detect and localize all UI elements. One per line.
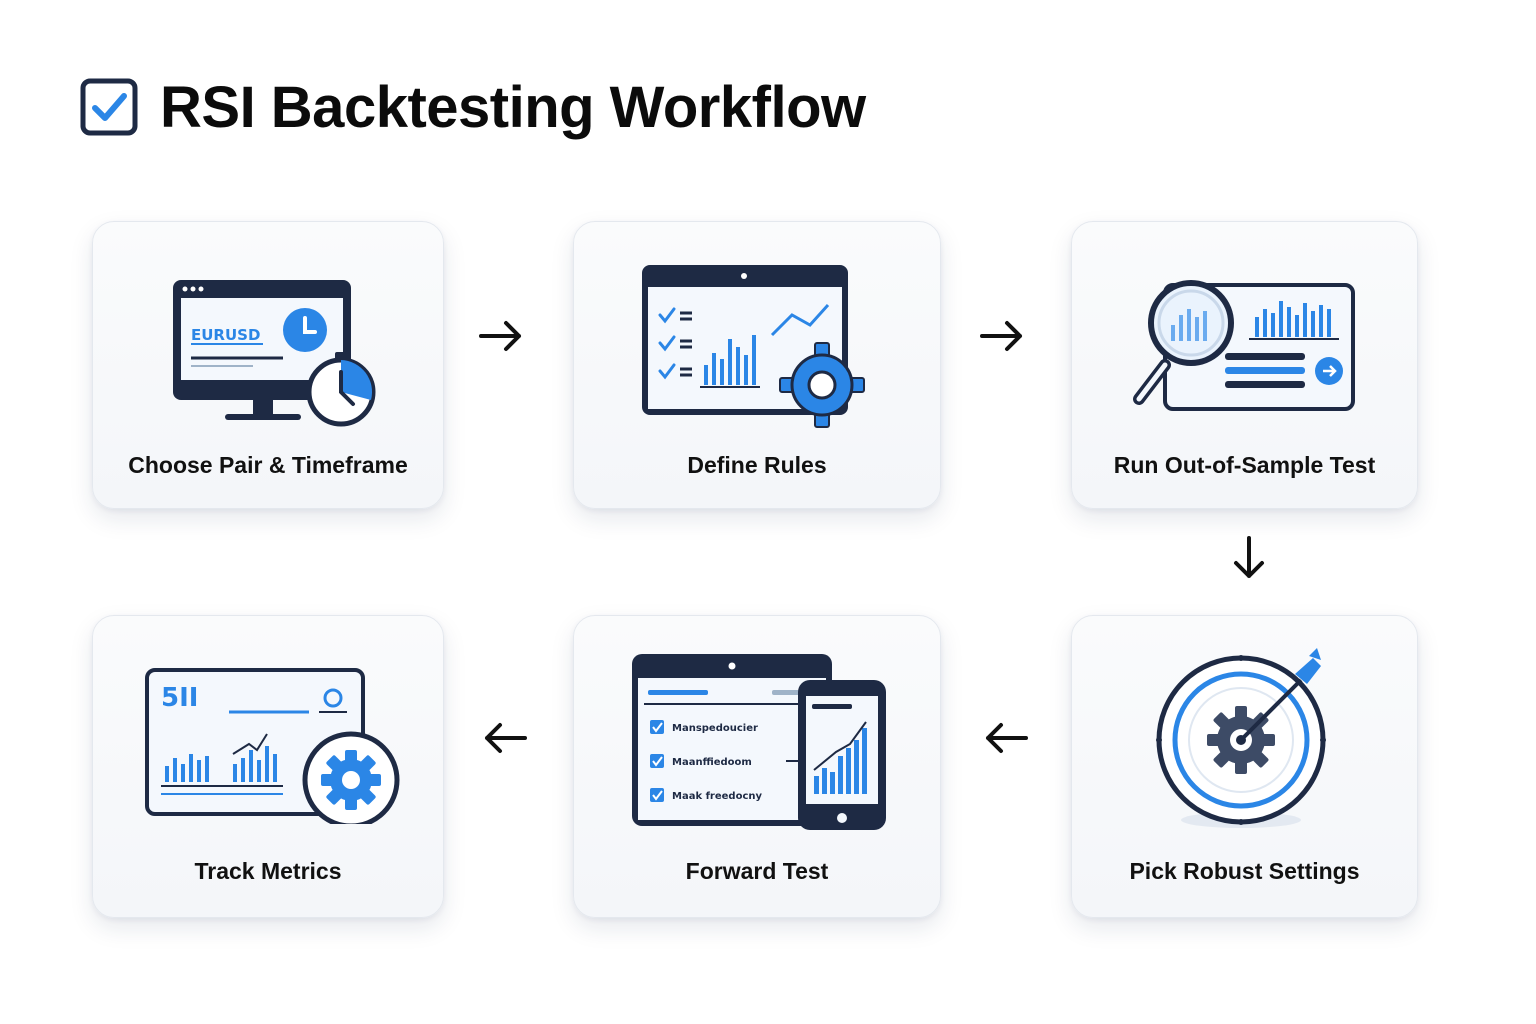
step-label: Pick Robust Settings xyxy=(1129,858,1360,884)
step-card-choose-pair: EURUSD Choose Pair & Timeframe xyxy=(92,221,444,509)
arrow-right-icon xyxy=(479,321,521,351)
step-card-out-of-sample: Run Out-of-Sample Test xyxy=(1071,221,1418,509)
arrow-down-icon xyxy=(1234,536,1264,578)
target-gear-icon xyxy=(1072,634,1417,844)
arrow-right-icon xyxy=(980,321,1022,351)
page-title: RSI Backtesting Workflow xyxy=(160,74,866,140)
pair-text: EURUSD xyxy=(191,326,260,344)
step-label: Run Out-of-Sample Test xyxy=(1113,452,1376,478)
metric-text: 5II xyxy=(161,683,198,713)
dashboard-gear-icon: 5II xyxy=(93,634,443,844)
step-card-define-rules: Define Rules xyxy=(573,221,941,509)
tablet-phone-icon: Manspedoucier Maanffiedoom Maak freedocn… xyxy=(574,634,940,844)
monitor-clock-icon: EURUSD xyxy=(93,240,443,450)
arrow-left-icon xyxy=(485,723,527,753)
step-label: Choose Pair & Timeframe xyxy=(128,452,408,478)
step-label: Track Metrics xyxy=(194,858,342,884)
checkbox-icon xyxy=(80,78,138,136)
list-item: Manspedoucier xyxy=(672,723,758,734)
magnifier-chart-icon xyxy=(1072,240,1417,450)
title-row: RSI Backtesting Workflow xyxy=(80,72,866,142)
step-label: Define Rules xyxy=(687,452,827,478)
arrow-left-icon xyxy=(986,723,1028,753)
list-item: Maak freedocny xyxy=(672,791,763,802)
step-label: Forward Test xyxy=(685,858,829,884)
list-item: Maanffiedoom xyxy=(672,757,752,768)
checklist-gear-icon xyxy=(574,240,940,450)
step-card-pick-robust: Pick Robust Settings xyxy=(1071,615,1418,918)
step-card-forward-test: Manspedoucier Maanffiedoom Maak freedocn… xyxy=(573,615,941,918)
step-card-track-metrics: 5II xyxy=(92,615,444,918)
